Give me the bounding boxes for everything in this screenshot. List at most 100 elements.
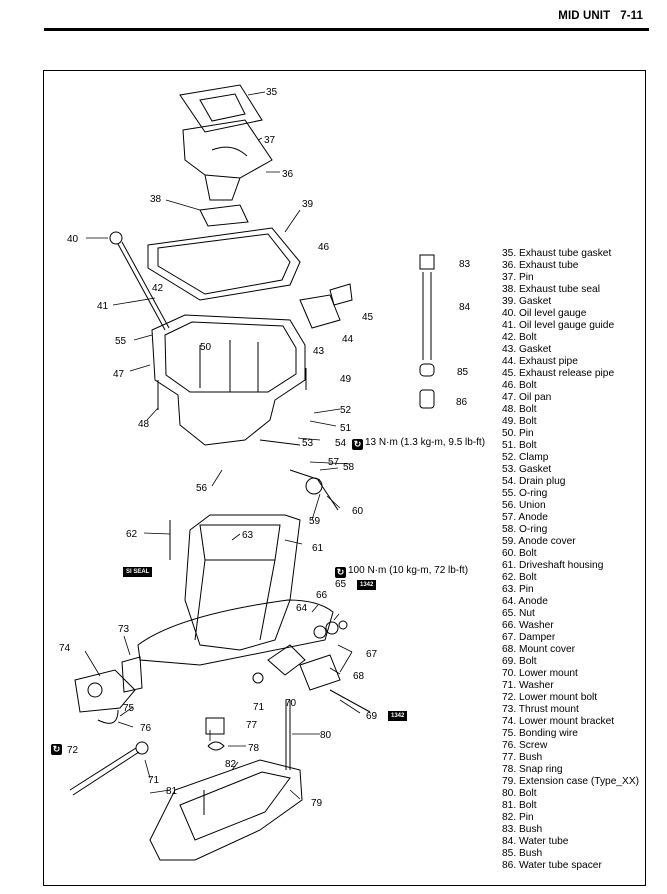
svg-text:63: 63 — [242, 530, 254, 541]
legend-item: 55. O-ring — [502, 488, 548, 499]
mount-cover — [299, 654, 341, 691]
svg-text:84: 84 — [459, 302, 471, 313]
legend-item: 37. Pin — [502, 272, 534, 283]
legend-item: 52. Clamp — [502, 452, 549, 463]
svg-text:40: 40 — [67, 234, 79, 245]
svg-text:42: 42 — [152, 283, 164, 294]
legend-item: 73. Thrust mount — [502, 704, 579, 715]
legend-item: 74. Lower mount bracket — [502, 716, 615, 727]
lower-mount — [267, 644, 306, 676]
legend-item: 81. Bolt — [502, 800, 537, 811]
svg-text:75: 75 — [123, 703, 135, 714]
gasket-39 — [147, 227, 301, 301]
svg-text:59: 59 — [309, 516, 321, 527]
legend-item: 76. Screw — [502, 740, 548, 751]
legend-item: 71. Washer — [502, 680, 554, 691]
legend-item: 50. Pin — [502, 428, 534, 439]
svg-text:41: 41 — [97, 301, 109, 312]
svg-text:61: 61 — [312, 543, 324, 554]
svg-text:37: 37 — [264, 135, 276, 146]
diagram-parts — [69, 84, 435, 861]
svg-text:70: 70 — [285, 698, 297, 709]
exhaust-pipe — [299, 294, 341, 329]
svg-text:56: 56 — [196, 483, 208, 494]
svg-text:68: 68 — [353, 671, 365, 682]
svg-text:67: 67 — [366, 649, 378, 660]
legend-item: 61. Driveshaft housing — [502, 560, 604, 571]
torque-icon: ↻ — [51, 744, 62, 755]
svg-text:71: 71 — [253, 702, 265, 713]
svg-text:44: 44 — [342, 334, 354, 345]
bush-77 — [205, 717, 225, 735]
legend-item: 38. Exhaust tube seal — [502, 284, 600, 295]
svg-text:58: 58 — [343, 462, 355, 473]
legend-item: 36. Exhaust tube — [502, 260, 579, 271]
exhaust-tube — [182, 119, 273, 201]
svg-text:74: 74 — [59, 643, 71, 654]
svg-text:72: 72 — [67, 745, 79, 756]
legend-item: 43. Gasket — [502, 344, 552, 355]
oil-pan — [151, 314, 306, 446]
legend-item: 51. Bolt — [502, 440, 537, 451]
legend-item: 64. Anode — [502, 596, 548, 607]
svg-text:47: 47 — [113, 369, 125, 380]
legend-item: 78. Snap ring — [502, 764, 563, 775]
lubricant-label-65: 1342 — [357, 580, 377, 590]
snap-ring — [207, 741, 225, 751]
svg-text:76: 76 — [140, 723, 152, 734]
svg-text:79: 79 — [311, 798, 323, 809]
legend-item: 62. Bolt — [502, 572, 537, 583]
bonding-wire — [97, 709, 119, 724]
legend-item: 79. Extension case (Type_XX) — [502, 776, 640, 787]
legend-item: 60. Bolt — [502, 548, 537, 559]
svg-text:83: 83 — [459, 259, 471, 270]
oil-level-gauge — [109, 231, 123, 245]
legend-item: 41. Oil level gauge guide — [502, 320, 615, 331]
legend-item: 67. Damper — [502, 632, 556, 643]
svg-text:81: 81 — [166, 786, 178, 797]
svg-text:38: 38 — [150, 194, 162, 205]
bush-83 — [419, 254, 435, 270]
legend-item: 40. Oil level gauge — [502, 308, 587, 319]
svg-text:82: 82 — [225, 759, 237, 770]
legend-item: 85. Bush — [502, 848, 543, 859]
lower-mount-bracket — [74, 669, 136, 713]
svg-text:36: 36 — [282, 169, 294, 180]
svg-text:52: 52 — [340, 405, 352, 416]
svg-text:85: 85 — [457, 367, 469, 378]
torque-value-54: 13 N·m (1.3 kg-m, 9.5 lb-ft) — [365, 437, 486, 448]
exhaust-release-pipe — [329, 283, 353, 306]
svg-text:60: 60 — [352, 506, 364, 517]
legend-item: 75. Bonding wire — [502, 728, 578, 739]
legend-item: 39. Gasket — [502, 296, 552, 307]
bush-85 — [419, 363, 435, 377]
legend-item: 68. Mount cover — [502, 644, 576, 655]
exhaust-tube-seal — [199, 204, 249, 227]
legend-item: 63. Pin — [502, 584, 534, 595]
legend-item: 83. Bush — [502, 824, 543, 835]
svg-text:53: 53 — [302, 438, 314, 449]
nut-65 — [338, 620, 348, 630]
water-tube-spacer — [419, 389, 435, 409]
callout-numbers: 35 37 36 38 39 40 46 42 41 45 55 44 43 5… — [59, 87, 471, 809]
svg-text:62: 62 — [126, 529, 138, 540]
legend-item: 72. Lower mount bolt — [502, 692, 598, 703]
legend-item: 56. Union — [502, 500, 546, 511]
svg-text:86: 86 — [456, 397, 468, 408]
exhaust-tube-gasket — [179, 84, 263, 133]
svg-text:57: 57 — [328, 457, 340, 468]
section-title: MID UNIT — [558, 10, 611, 22]
svg-text:45: 45 — [362, 312, 374, 323]
extension-case — [149, 759, 303, 861]
legend-item: 69. Bolt — [502, 656, 537, 667]
legend-item: 48. Bolt — [502, 404, 537, 415]
svg-text:69: 69 — [366, 711, 378, 722]
header-rule — [44, 28, 649, 31]
torque-drain-plug: ↻13 N·m (1.3 kg-m, 9.5 lb-ft) — [352, 437, 485, 450]
torque-icon: ↻ — [335, 567, 346, 578]
svg-text:35: 35 — [266, 87, 278, 98]
legend-item: 44. Exhaust pipe — [502, 356, 578, 367]
svg-text:39: 39 — [302, 199, 314, 210]
svg-text:48: 48 — [138, 419, 150, 430]
